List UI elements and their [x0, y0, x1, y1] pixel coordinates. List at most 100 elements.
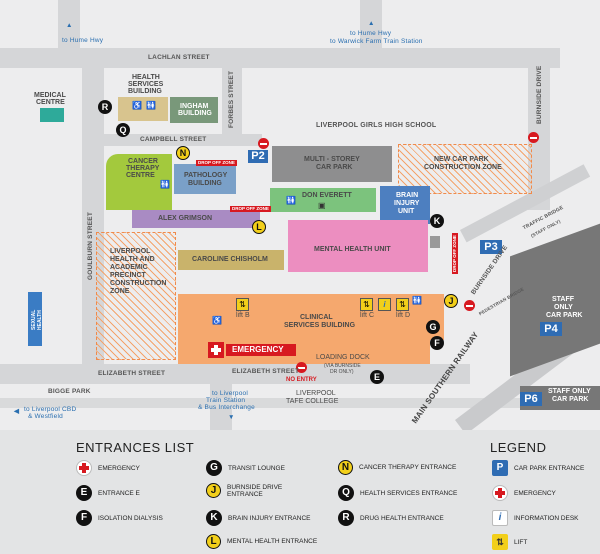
clinical-label-1: CLINICAL	[300, 314, 333, 321]
toilets-icon: 🚻	[286, 196, 296, 205]
arrow-left-icon: ◀	[14, 408, 20, 415]
toilets-icon: 🚻	[146, 101, 156, 110]
entrances-list-title: ENTRANCES LIST	[76, 440, 195, 455]
sexual-health-label-2: HEALTH	[37, 310, 43, 330]
arrow-down-icon: ▼	[228, 414, 235, 421]
lachlan-street-road	[0, 48, 560, 68]
arrow-up-icon: ▲	[368, 20, 375, 27]
precinct-label-5: CONSTRUCTION	[110, 280, 167, 287]
legend-entrance-emergency: EMERGENCY	[76, 460, 140, 476]
lift-b-label: lift B	[236, 312, 250, 319]
mental-health-annex	[430, 236, 440, 248]
lift-icon: ⇅	[492, 534, 508, 550]
cancer-label-3: CENTRE	[126, 172, 155, 179]
goulburn-street-label: GOULBURN STREET	[87, 212, 94, 280]
entrance-q-marker[interactable]: Q	[116, 123, 130, 137]
brain-label-1: BRAIN	[396, 192, 419, 199]
burnside-drive-label: BURNSIDE DRIVE	[536, 65, 543, 124]
elizabeth-street-label-left: ELIZABETH STREET	[98, 370, 166, 377]
new-car-park-construction-zone	[398, 144, 532, 194]
ingham-building	[170, 97, 218, 123]
bigge-park-label: BIGGE PARK	[48, 388, 91, 395]
precinct-label-4: PRECINCT	[110, 272, 146, 279]
entrance-n-marker[interactable]: N	[176, 146, 190, 160]
to-cbd-label-1: to Liverpool CBD	[24, 406, 77, 413]
lift-icon: ▣	[318, 201, 326, 210]
car-park-p4[interactable]: P4	[540, 322, 562, 336]
don-everett-building	[270, 188, 376, 212]
legend-entrance-k: K BRAIN INJURY ENTRANCE	[206, 510, 310, 526]
precinct-label-6: ZONE	[110, 288, 130, 295]
entrance-g-marker[interactable]: G	[426, 320, 440, 334]
lift-d-label: lift D	[396, 312, 410, 319]
no-entry-icon	[464, 300, 475, 311]
loading-dock-sub-1: (VIA BURNSIDE	[324, 363, 361, 369]
emergency-banner[interactable]	[226, 344, 296, 356]
car-park-p3[interactable]: P3	[480, 240, 502, 254]
staff-car-park-b-label-1: STAFF ONLY	[548, 388, 591, 395]
entrance-marker-icon: J	[206, 483, 221, 498]
mental-health-label: MENTAL HEALTH UNIT	[314, 246, 391, 253]
lachlan-street-label: LACHLAN STREET	[148, 54, 210, 61]
staff-car-park-label-2: ONLY	[554, 304, 573, 311]
don-everett-label: DON EVERETT	[302, 192, 352, 199]
entrance-j-marker[interactable]: J	[444, 294, 458, 308]
entrance-f-marker[interactable]: F	[430, 336, 444, 350]
no-entry-label: NO ENTRY	[286, 377, 317, 383]
legend-item-info: i INFORMATION DESK	[492, 510, 579, 526]
to-train-label-1: to Liverpool	[212, 390, 249, 397]
car-park-p2[interactable]: P2	[248, 150, 268, 163]
legend-item-car-park: P CAR PARK ENTRANCE	[492, 460, 584, 476]
ingham-label-2: BUILDING	[178, 110, 212, 117]
legend-entrance-j: J BURNSIDE DRIVE ENTRANCE	[206, 483, 297, 498]
new-car-park-label-1: NEW CAR PARK	[434, 156, 489, 163]
brain-injury-unit	[380, 186, 430, 224]
cancer-label-2: THERAPY	[126, 165, 160, 172]
medical-centre	[40, 108, 64, 122]
legend-item-label: LIFT	[514, 538, 528, 546]
multistorey-label-1: MULTI - STOREY	[304, 156, 360, 163]
to-hume-hwy-left-label: to Hume Hwy	[62, 37, 104, 44]
car-park-p6[interactable]: P6	[520, 392, 542, 406]
accessible-icon: ♿	[212, 316, 222, 325]
legend-entrance-r: R DRUG HEALTH ENTRANCE	[338, 510, 444, 526]
entrance-marker-icon: R	[338, 510, 354, 526]
to-hume-hwy-right-label: to Hume Hwy	[350, 30, 392, 37]
legend-item-lift: ⇅ LIFT	[492, 534, 527, 550]
road-top-vertical-left	[58, 0, 80, 50]
arrow-up-icon: ▲	[66, 22, 73, 29]
legend-entrance-label: ISOLATION DIALYSIS	[98, 514, 163, 522]
entrance-marker-icon: Q	[338, 485, 354, 501]
accessible-icon: ♿	[132, 101, 142, 110]
legend-entrance-label: HEALTH SERVICES ENTRANCE	[360, 489, 458, 497]
emergency-cross-icon	[492, 485, 508, 501]
entrance-marker-icon: K	[206, 510, 222, 526]
drop-off-zone-3: DROP OFF ZONE	[452, 233, 458, 274]
legend-entrance-n: N CANCER THERAPY ENTRANCE	[338, 460, 456, 475]
to-train-label-2: Train Station	[206, 397, 246, 404]
legend-panel: ENTRANCES LIST LEGEND EMERGENCY E ENTRAN…	[0, 430, 600, 554]
emergency-cross-h	[211, 348, 221, 352]
hospital-site-map: to Hume Hwy ▲ to Hume Hwy to Warwick Far…	[0, 0, 600, 430]
lift-c-icon: ⇅	[360, 298, 373, 311]
entrance-marker-icon: F	[76, 510, 92, 526]
legend-entrance-label: MENTAL HEALTH ENTRANCE	[227, 538, 318, 545]
ingham-label-1: INGHAM	[180, 103, 209, 110]
pathology-label-2: BUILDING	[188, 180, 222, 187]
no-entry-icon	[528, 132, 539, 143]
medical-centre-label-2: CENTRE	[36, 99, 65, 106]
entrance-r-marker[interactable]: R	[98, 100, 112, 114]
loading-dock-label: LOADING DOCK	[316, 354, 370, 361]
lift-c-label: lift C	[360, 312, 374, 319]
entrance-k-marker[interactable]: K	[430, 214, 444, 228]
new-car-park-label-2: CONSTRUCTION ZONE	[424, 164, 502, 171]
forbes-street-road	[222, 60, 242, 140]
entrance-l-marker[interactable]: L	[252, 220, 266, 234]
precinct-label-2: HEALTH AND	[110, 256, 155, 263]
burnside-drive-road	[528, 60, 550, 210]
entrance-marker-icon: E	[76, 485, 92, 501]
legend-title: LEGEND	[490, 440, 547, 455]
entrance-e-marker[interactable]: E	[370, 370, 384, 384]
legend-item-label: EMERGENCY	[514, 489, 556, 497]
entrance-marker-icon: G	[206, 460, 222, 476]
